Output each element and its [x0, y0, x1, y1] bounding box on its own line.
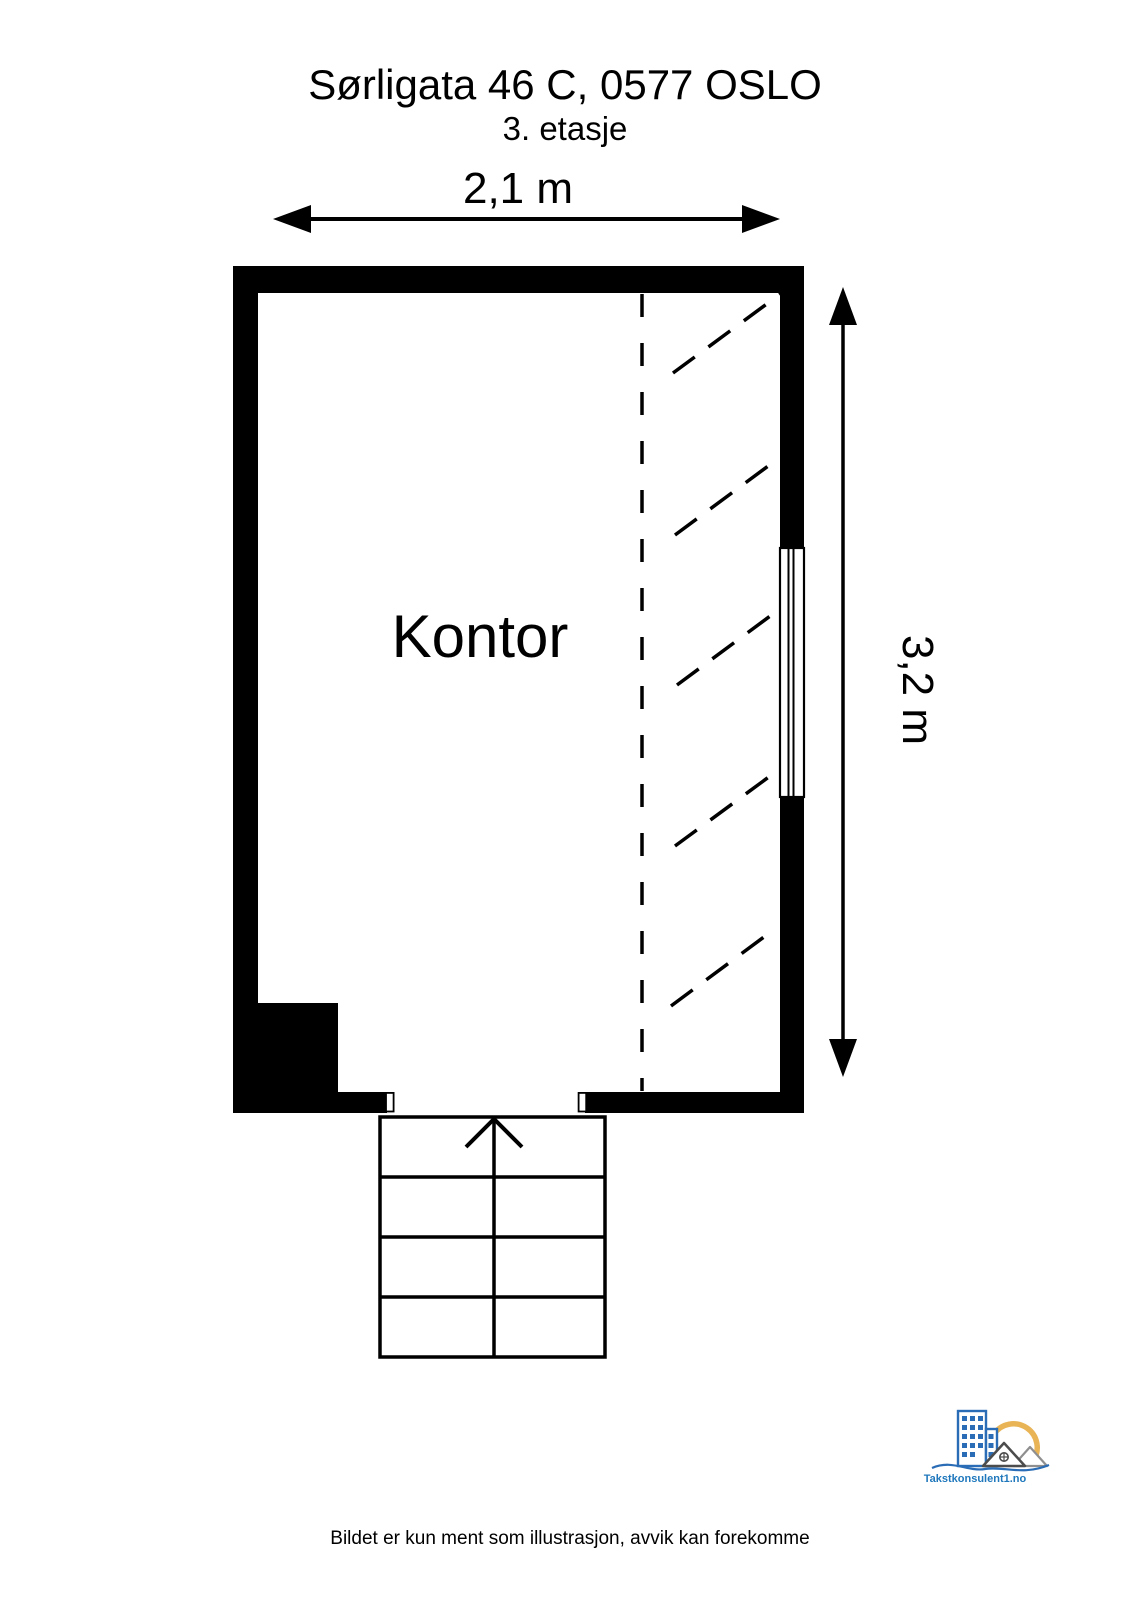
- wall-bottom-right: [585, 1092, 804, 1113]
- slope-dashed-line-2: [673, 453, 785, 537]
- wall-right-upper: [780, 266, 804, 548]
- window-frame: [778, 546, 806, 799]
- floor-subtitle: 3. etasje: [503, 110, 628, 147]
- wall-top: [233, 266, 804, 293]
- takstkonsulent-logo: Takstkonsulent1.no: [924, 1409, 1050, 1485]
- wall-notch-bottom-left: [258, 1003, 338, 1092]
- height-dimension-label: 3,2 m: [893, 635, 942, 745]
- width-dimension: 2,1 m: [273, 164, 780, 233]
- wall-bottom-left: [233, 1092, 387, 1113]
- door-jamb-right: [577, 1092, 588, 1113]
- window-symbol: [778, 546, 806, 799]
- door-jamb-left: [385, 1092, 395, 1113]
- wall-left: [233, 266, 258, 1113]
- height-dimension: 3,2 m: [829, 287, 942, 1077]
- wall-right-lower: [780, 797, 804, 1113]
- sun-icon: [991, 1421, 1040, 1464]
- arrowhead-down-icon: [829, 1039, 857, 1077]
- staircase: [378, 1115, 607, 1359]
- slope-dashed-line-3: [675, 606, 783, 687]
- room-label: Kontor: [392, 603, 569, 670]
- door-opening: [385, 1092, 588, 1113]
- logo-text: Takstkonsulent1.no: [924, 1473, 1027, 1485]
- slope-dashed-line-4: [673, 766, 783, 848]
- header: Sørligata 46 C, 0577 OSLO 3. etasje: [308, 61, 822, 147]
- walls: [233, 266, 804, 1113]
- slope-dashed-line-5: [669, 926, 778, 1008]
- page-title: Sørligata 46 C, 0577 OSLO: [308, 61, 822, 108]
- arrowhead-up-icon: [829, 287, 857, 325]
- stairs-up-arrow-icon: [464, 1116, 524, 1149]
- slope-hatching: [669, 290, 785, 1008]
- width-dimension-label: 2,1 m: [463, 164, 573, 213]
- disclaimer-text: Bildet er kun ment som illustrasjon, avv…: [330, 1528, 809, 1549]
- slope-dashed-line-1: [671, 290, 785, 375]
- wave-line-icon: [931, 1463, 1050, 1472]
- arrowhead-left-icon: [273, 205, 311, 233]
- arrowhead-right-icon: [742, 205, 780, 233]
- building-windows: [962, 1416, 994, 1457]
